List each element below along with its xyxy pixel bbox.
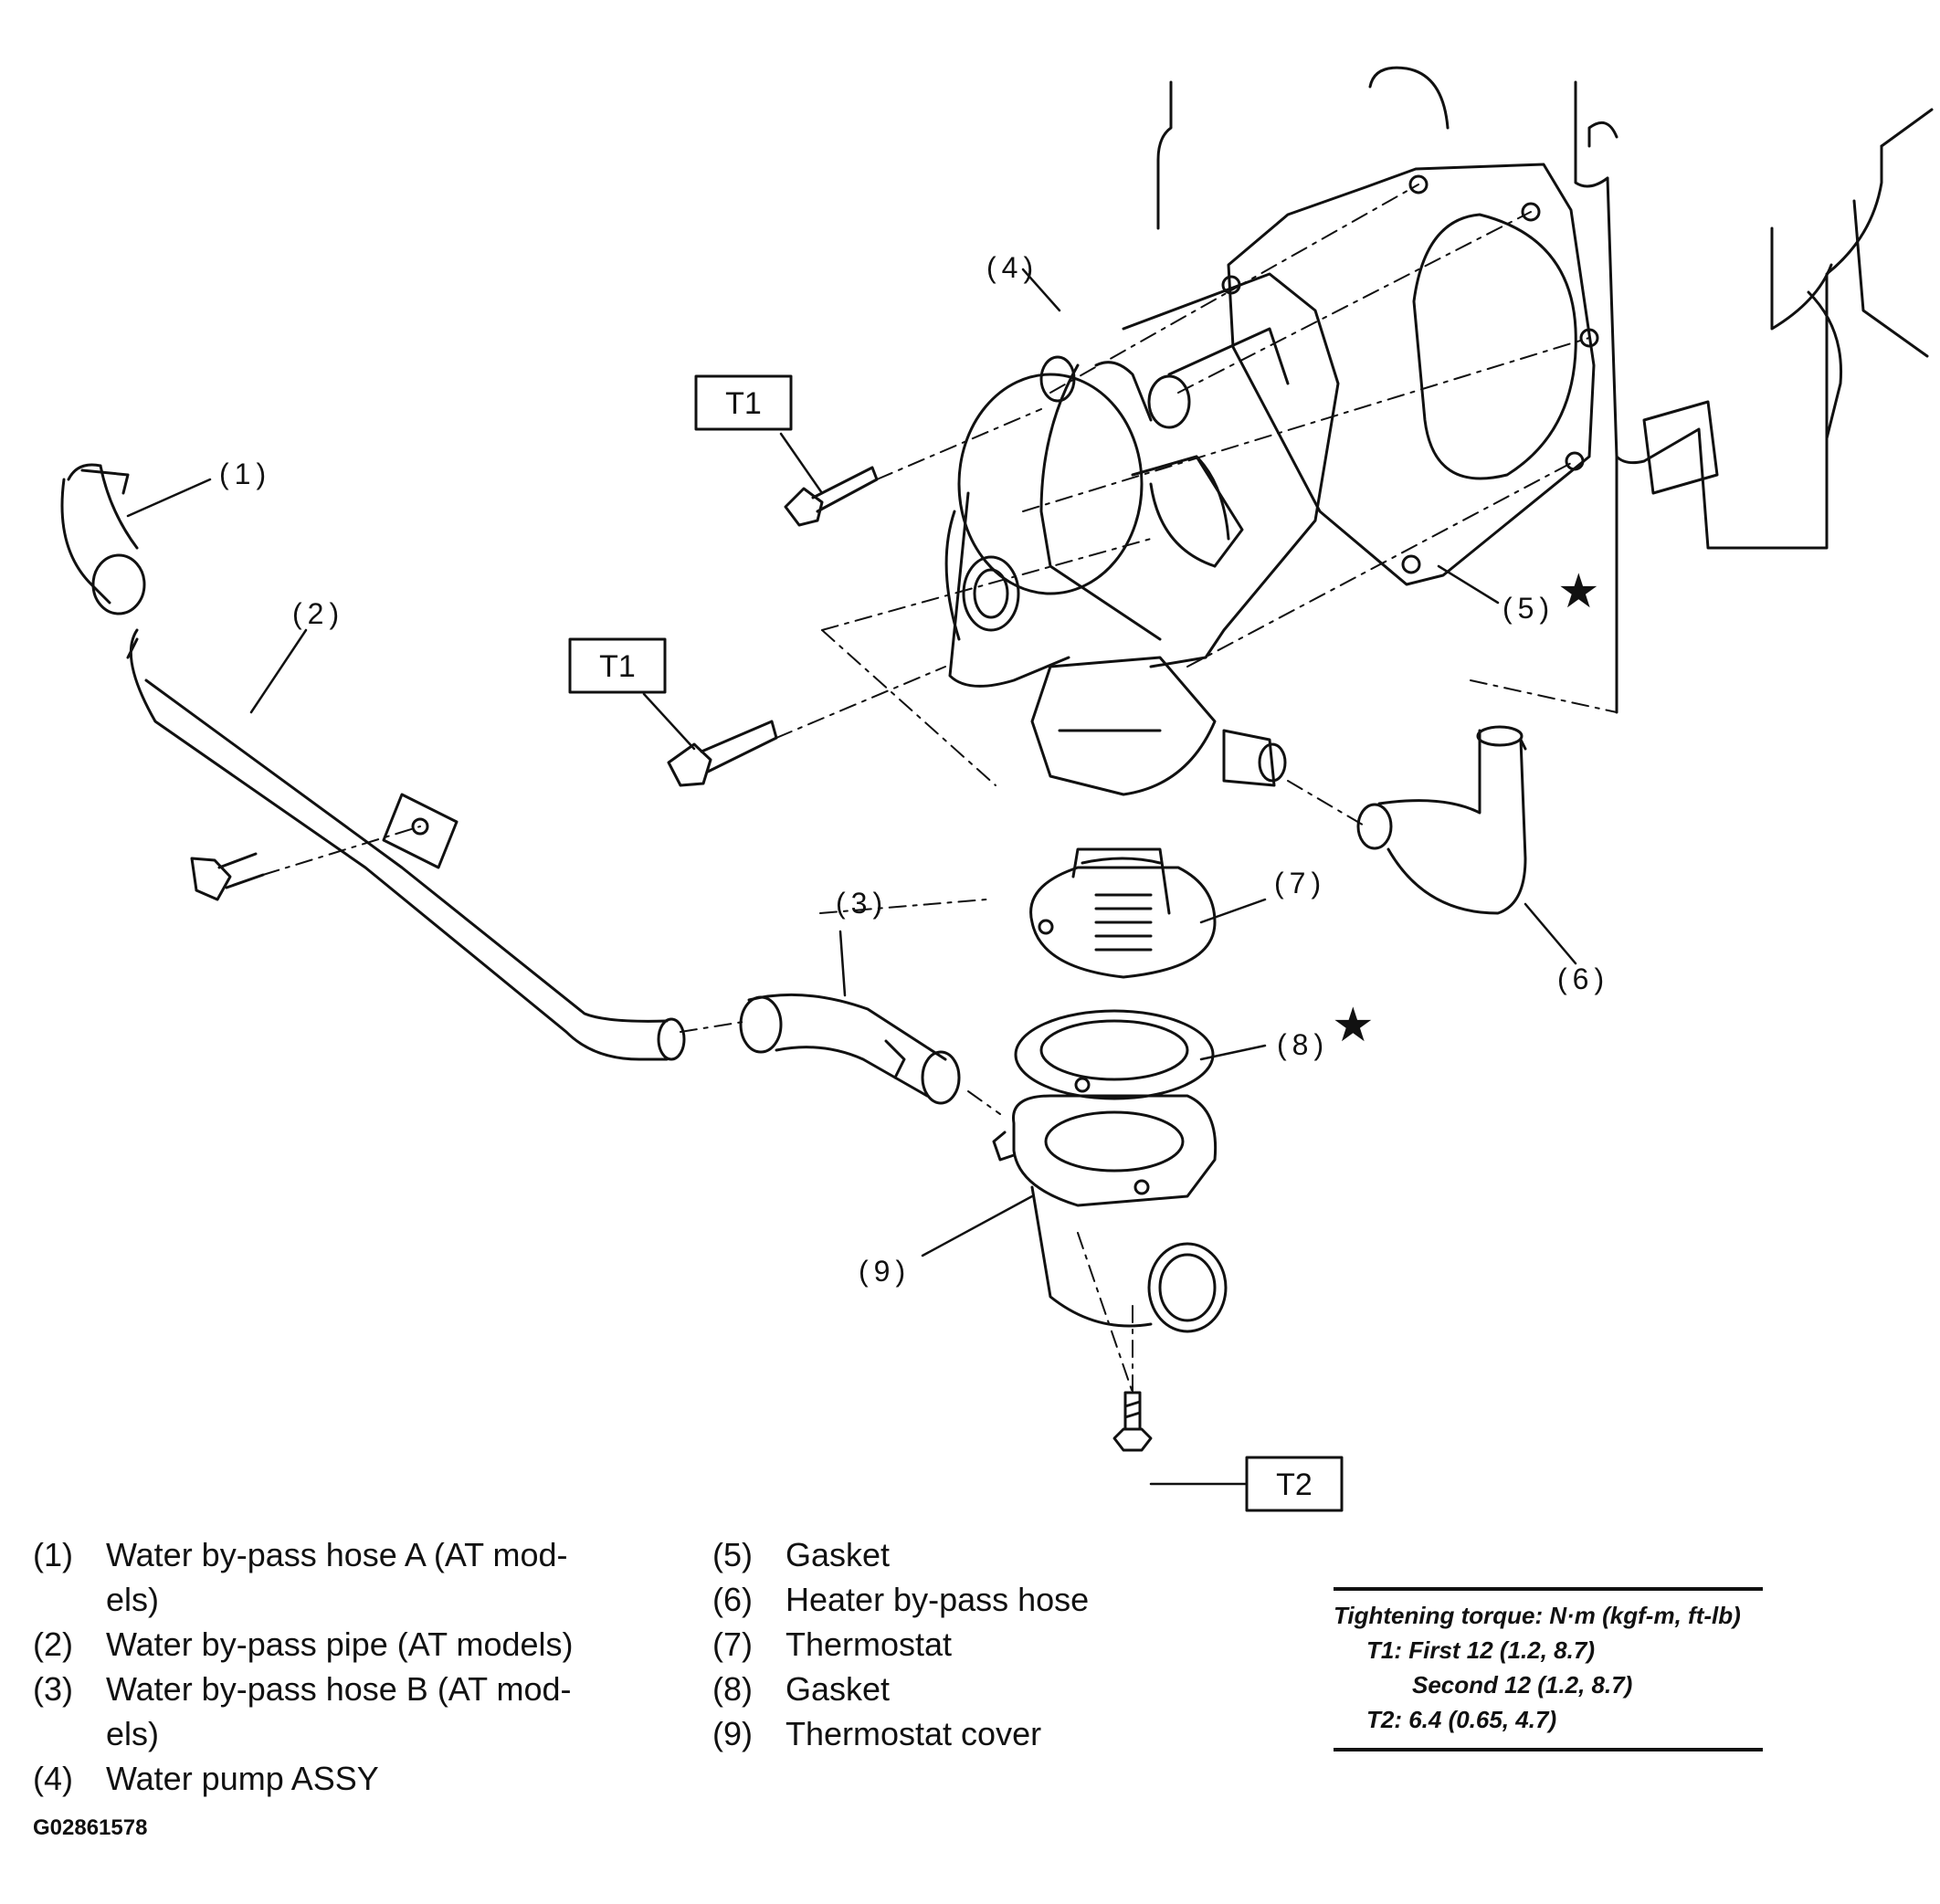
legend-number: (4) [33, 1760, 73, 1797]
legend-item: (2) Water by-pass pipe (AT models) [33, 1622, 617, 1667]
hose-a-shape [60, 463, 146, 615]
alignment-lines [262, 184, 1618, 1394]
legend-middle-column: (5) Gasket (6) Heater by-pass hose (7) T… [712, 1532, 1169, 1756]
legend-text-line1: Water by-pass hose A (AT mod- [106, 1536, 568, 1573]
legend-text: Water by-pass hose A (AT mod- els) [106, 1532, 617, 1622]
legend-number: (3) [33, 1670, 73, 1708]
t1-bolt-upper-shape [784, 466, 879, 527]
leader-lines [126, 268, 1577, 1486]
t2-box [1245, 1456, 1344, 1512]
legend-text: Gasket [785, 1536, 891, 1573]
callout-1: (1) [219, 458, 271, 490]
bypass-pipe-shape [126, 628, 686, 1061]
t1-box-upper [694, 374, 793, 431]
engine-block-outline [1156, 66, 1934, 714]
callout-7: (7) [1274, 867, 1326, 899]
t2-label: T2 [1276, 1467, 1313, 1502]
legend-text: Water by-pass hose B (AT mod- els) [106, 1667, 617, 1756]
t1-box-lower [568, 637, 667, 694]
legend-text-line1: Water by-pass hose B (AT mod- [106, 1670, 572, 1708]
callout-8: (8) [1277, 1028, 1329, 1061]
gasket-8-shape [1014, 1009, 1215, 1100]
callout-9: (9) [859, 1255, 911, 1288]
legend-number: (7) [712, 1625, 753, 1663]
hose-b-shape [739, 993, 961, 1105]
torque-t1-second: Second 12 (1.2, 8.7) [1412, 1671, 1633, 1699]
figure-id: G02861578 [33, 1815, 148, 1840]
star-8: ★ [1332, 999, 1375, 1052]
legend-left-column: (1) Water by-pass hose A (AT mod- els) (… [33, 1532, 617, 1801]
legend-number: (6) [712, 1581, 753, 1618]
water-pump-assy-shape [944, 272, 1340, 796]
legend-item: (6) Heater by-pass hose [712, 1577, 1169, 1622]
legend-item: (4) Water pump ASSY [33, 1756, 617, 1801]
t1-bolt-lower-shape [667, 720, 778, 787]
legend-item: (5) Gasket [712, 1532, 1169, 1577]
legend-text: Thermostat [785, 1625, 953, 1663]
t2-bolt-shape [1112, 1391, 1153, 1452]
torque-t1-first: T1: First 12 (1.2, 8.7) [1366, 1636, 1595, 1664]
t1-label-upper: T1 [725, 386, 762, 421]
t1-label-lower: T1 [599, 649, 636, 684]
legend-number: (9) [712, 1715, 753, 1752]
legend-number: (5) [712, 1536, 753, 1573]
exploded-parts-diagram: (1) (2) (3) (4) (5) ★ (6) (7) (8) ★ (9) … [60, 66, 1934, 1512]
callout-2: (2) [292, 597, 344, 630]
legend-text: Heater by-pass hose [785, 1581, 1090, 1618]
callout-4: (4) [986, 251, 1039, 284]
thermostat-shape [1029, 847, 1217, 979]
torque-t2: T2: 6.4 (0.65, 4.7) [1366, 1706, 1557, 1733]
star-5: ★ [1557, 565, 1600, 618]
torque-heading: Tightening torque: N·m (kgf-m, ft-lb) [1334, 1602, 1741, 1629]
gasket-5-shape [1221, 163, 1599, 586]
thermostat-cover-shape [992, 1094, 1228, 1333]
legend-item: (8) Gasket [712, 1667, 1169, 1711]
legend-text-line2: els) [106, 1715, 160, 1752]
legend-item: (3) Water by-pass hose B (AT mod- els) [33, 1667, 617, 1756]
legend-number: (8) [712, 1670, 753, 1708]
callout-3: (3) [836, 887, 888, 920]
heater-hose-shape [1356, 725, 1527, 915]
callout-5: (5) [1502, 592, 1555, 625]
legend-number: (2) [33, 1625, 73, 1663]
callout-6: (6) [1557, 963, 1609, 995]
legend-item: (1) Water by-pass hose A (AT mod- els) [33, 1532, 617, 1622]
legend-text-line2: els) [106, 1581, 160, 1618]
legend-number: (1) [33, 1536, 73, 1573]
legend-text: Water pump ASSY [106, 1760, 379, 1797]
legend-text: Water by-pass pipe (AT models) [106, 1625, 574, 1663]
tightening-torque-table: Tightening torque: N·m (kgf-m, ft-lb) T1… [1334, 1587, 1763, 1751]
legend-text: Thermostat cover [785, 1715, 1042, 1752]
legend-item: (7) Thermostat [712, 1622, 1169, 1667]
legend-text: Gasket [785, 1670, 891, 1708]
legend-item: (9) Thermostat cover [712, 1711, 1169, 1756]
